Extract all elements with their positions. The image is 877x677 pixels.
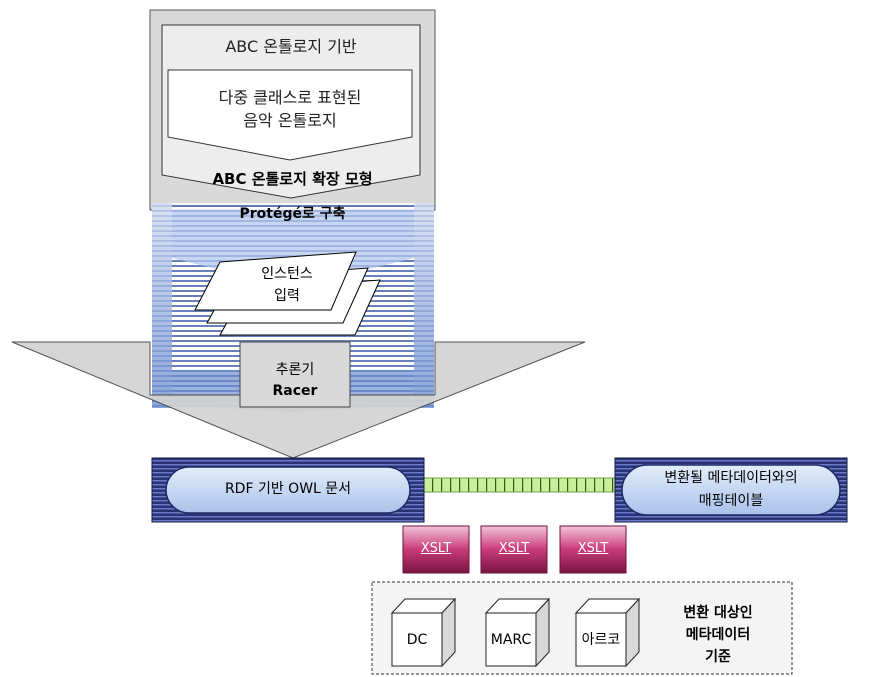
music-ontology-line2: 음악 온톨로지: [243, 111, 337, 130]
instance-label-line1: 인스턴스: [261, 266, 313, 282]
mapping-table-line1: 변환될 메타데이터와의: [664, 470, 798, 486]
flow-arrow-shape: [11, 341, 586, 459]
instance-label-line2: 입력: [274, 288, 300, 304]
standard-label-arko: 아르코: [581, 632, 621, 648]
cube-marc: [484, 597, 551, 668]
cube-arko: [574, 597, 641, 668]
rdf-doc-label: RDF 기반 OWL 문서: [224, 481, 352, 497]
mapping-table-box: [614, 457, 848, 523]
standard-label-dc: DC: [406, 632, 428, 648]
reasoner-label-line1: 추론기: [275, 362, 315, 378]
protege-build-label: Protégé로 구축: [239, 206, 346, 222]
ontology-base-title: ABC 온톨로지 기반: [225, 37, 357, 56]
target-standards-line1: 변환 대상인: [683, 605, 753, 621]
xslt-box-1: [402, 525, 470, 574]
instance-document-stack: [194, 251, 381, 336]
xslt-label: XSLT: [420, 541, 452, 556]
xslt-label: XSLT: [577, 541, 609, 556]
ontology-base-shape: [161, 24, 421, 199]
cube-dc: [390, 597, 457, 668]
xslt-box-2: [480, 525, 548, 574]
music-ontology-line1: 다중 클래스로 표현된: [218, 88, 362, 107]
standard-label-marc: MARC: [490, 632, 532, 648]
reasoner-label-line2: Racer: [272, 383, 318, 399]
target-standards-line3: 기준: [705, 649, 731, 665]
rdf-doc-box: [151, 457, 425, 523]
mapping-connector: [421, 477, 625, 493]
xslt-box-3: [559, 525, 627, 574]
mapping-table-line2: 매핑테이블: [698, 493, 764, 509]
xslt-label: XSLT: [498, 541, 530, 556]
extension-model-label: ABC 온톨로지 확장 모형: [212, 170, 373, 188]
target-standards-line2: 메타데이터: [685, 627, 751, 643]
